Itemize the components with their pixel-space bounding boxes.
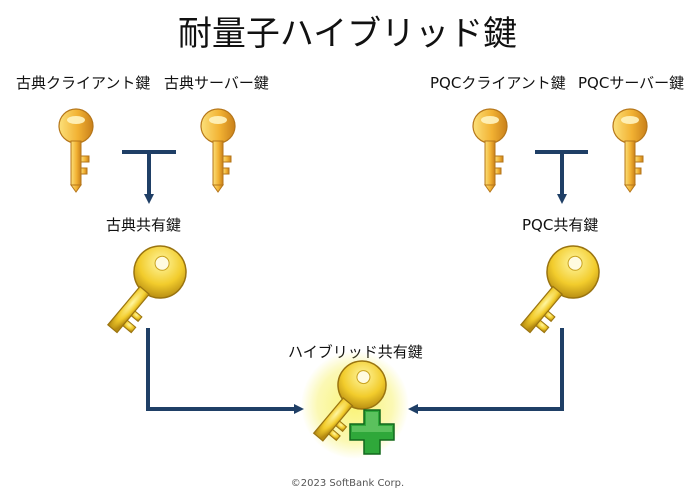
pqc-to-hybrid-arrow [408, 328, 564, 414]
copyright-text: ©2023 SoftBank Corp. [290, 478, 405, 489]
plus-icon [349, 409, 395, 455]
label-classic-client-key: 古典クライアント鍵 [16, 74, 151, 92]
label-classic-shared-key: 古典共有鍵 [106, 216, 182, 234]
classic-merge-arrow [122, 150, 176, 204]
label-pqc-shared-key: PQC共有鍵 [522, 216, 599, 234]
pqc-merge-arrow [535, 150, 588, 204]
classic-to-hybrid-arrow [146, 328, 304, 414]
hybrid-shared-key-icon [301, 351, 409, 459]
classic-client-key-icon [58, 108, 94, 193]
label-classic-server-key: 古典サーバー鍵 [164, 74, 269, 92]
classic-server-key-icon [200, 108, 236, 193]
pqc-client-key-icon [472, 108, 508, 193]
label-pqc-client-key: PQCクライアント鍵 [430, 74, 566, 92]
pqc-shared-key-icon [519, 245, 600, 334]
diagram-title: 耐量子ハイブリッド鍵 [177, 14, 518, 54]
classic-shared-key-icon [106, 245, 187, 334]
label-pqc-server-key: PQCサーバー鍵 [578, 74, 685, 92]
pqc-server-key-icon [612, 108, 648, 193]
